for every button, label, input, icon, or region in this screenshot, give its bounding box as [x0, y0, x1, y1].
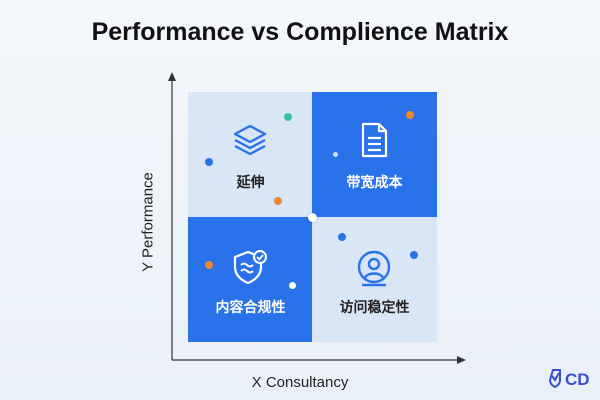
quadrant-label-top-left: 延伸: [236, 175, 265, 191]
dot-orange: [406, 111, 414, 119]
quadrant-bottom-right: 访问稳定性: [312, 217, 437, 342]
quadrant-top-right: 带宽成本: [312, 92, 437, 217]
user-circle-icon: [357, 250, 391, 287]
dot-teal: [284, 113, 292, 121]
dot-blue: [410, 251, 418, 259]
shield-check-icon: [233, 250, 267, 285]
dot-blue: [205, 158, 213, 166]
x-axis-label: X Consultancy: [251, 374, 349, 391]
logo: CD: [548, 369, 590, 389]
dot-orange: [274, 197, 282, 205]
dot-orange: [205, 261, 213, 269]
x-axis-arrow: [457, 356, 466, 364]
center-dot: [308, 213, 317, 222]
chart-title: Performance vs Complience Matrix: [91, 18, 509, 46]
y-axis-label: Y Performance: [139, 172, 157, 272]
document-icon: [361, 122, 388, 158]
dot-white: [333, 152, 338, 157]
layers-icon: [233, 124, 267, 156]
quadrant-label-top-right: 带宽成本: [346, 175, 403, 191]
dot-white: [289, 282, 296, 289]
quadrant-label-bottom-left: 内容合规性: [215, 300, 286, 316]
logo-text: CD: [565, 370, 590, 389]
quadrant-label-bottom-right: 访问稳定性: [339, 300, 410, 316]
dot-blue: [338, 233, 346, 241]
quadrant-top-left: 延伸: [188, 92, 313, 217]
quadrant-bottom-left: 内容合规性: [188, 217, 313, 342]
y-axis-arrow: [168, 72, 176, 81]
